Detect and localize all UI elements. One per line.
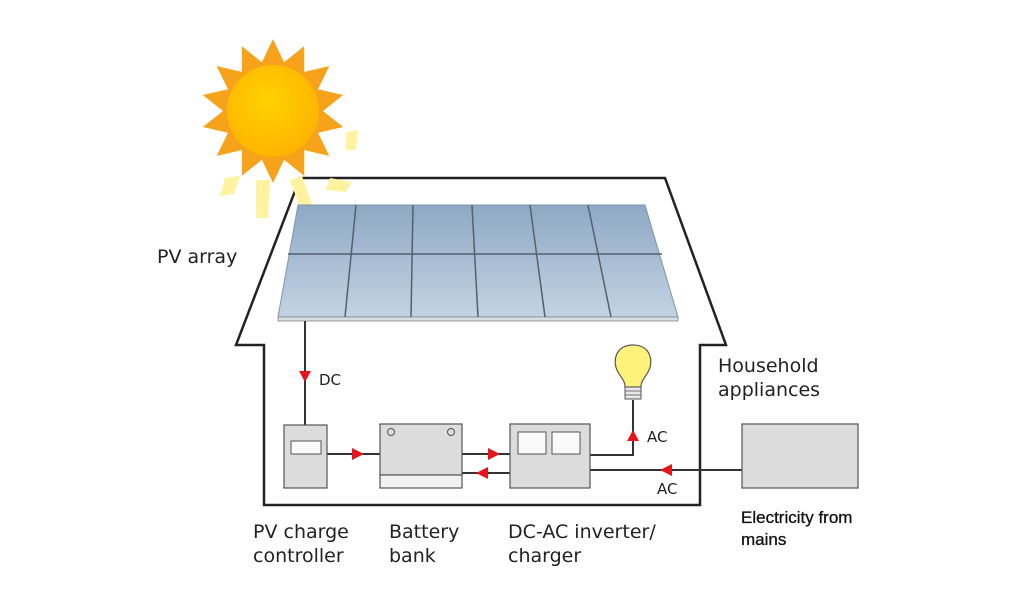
inverter-to-battery-arrow: [476, 467, 488, 479]
dc-ac-inverter: [509, 423, 591, 489]
inverter-label: DC-AC inverter/ charger: [508, 520, 656, 568]
mains-line1: Electricity from: [741, 508, 853, 527]
pv-charge-controller: [283, 424, 328, 489]
inverter-line1: DC-AC inverter/: [508, 521, 656, 543]
ac-to-bulb-arrow: [627, 430, 639, 441]
battery-line1: Battery: [389, 521, 460, 543]
pv-controller-line2: controller: [253, 545, 344, 567]
controller-to-battery-arrow: [352, 448, 364, 460]
pv-controller-line1: PV charge: [253, 521, 349, 543]
household-line2: appliances: [718, 379, 821, 401]
ac-mains-label: AC: [657, 480, 678, 498]
mains-line2: mains: [741, 530, 787, 549]
mains-supply-box: [741, 423, 859, 489]
light-bulb-icon: [614, 344, 652, 400]
dc-label: DC: [319, 371, 342, 389]
pv-panel: [277, 204, 679, 322]
household-appliances-label: Household appliances: [718, 354, 820, 402]
battery-bank: [379, 423, 463, 489]
flow-arrows: [299, 371, 672, 479]
battery-bank-label: Battery bank: [389, 520, 459, 568]
pv-array-label: PV array: [157, 246, 238, 268]
electricity-from-mains-label: Electricity from mains: [741, 507, 853, 551]
ac-bulb-label: AC: [647, 428, 668, 446]
battery-to-inverter-arrow: [488, 448, 500, 460]
house-outline: [234, 176, 728, 507]
dc-arrow: [299, 371, 311, 382]
inverter-line2: charger: [508, 545, 582, 567]
household-line1: Household: [718, 355, 819, 377]
mains-to-inverter-arrow: [660, 464, 672, 476]
pv-charge-controller-label: PV charge controller: [253, 520, 349, 568]
battery-line2: bank: [389, 545, 436, 567]
sun-icon: [202, 39, 344, 183]
